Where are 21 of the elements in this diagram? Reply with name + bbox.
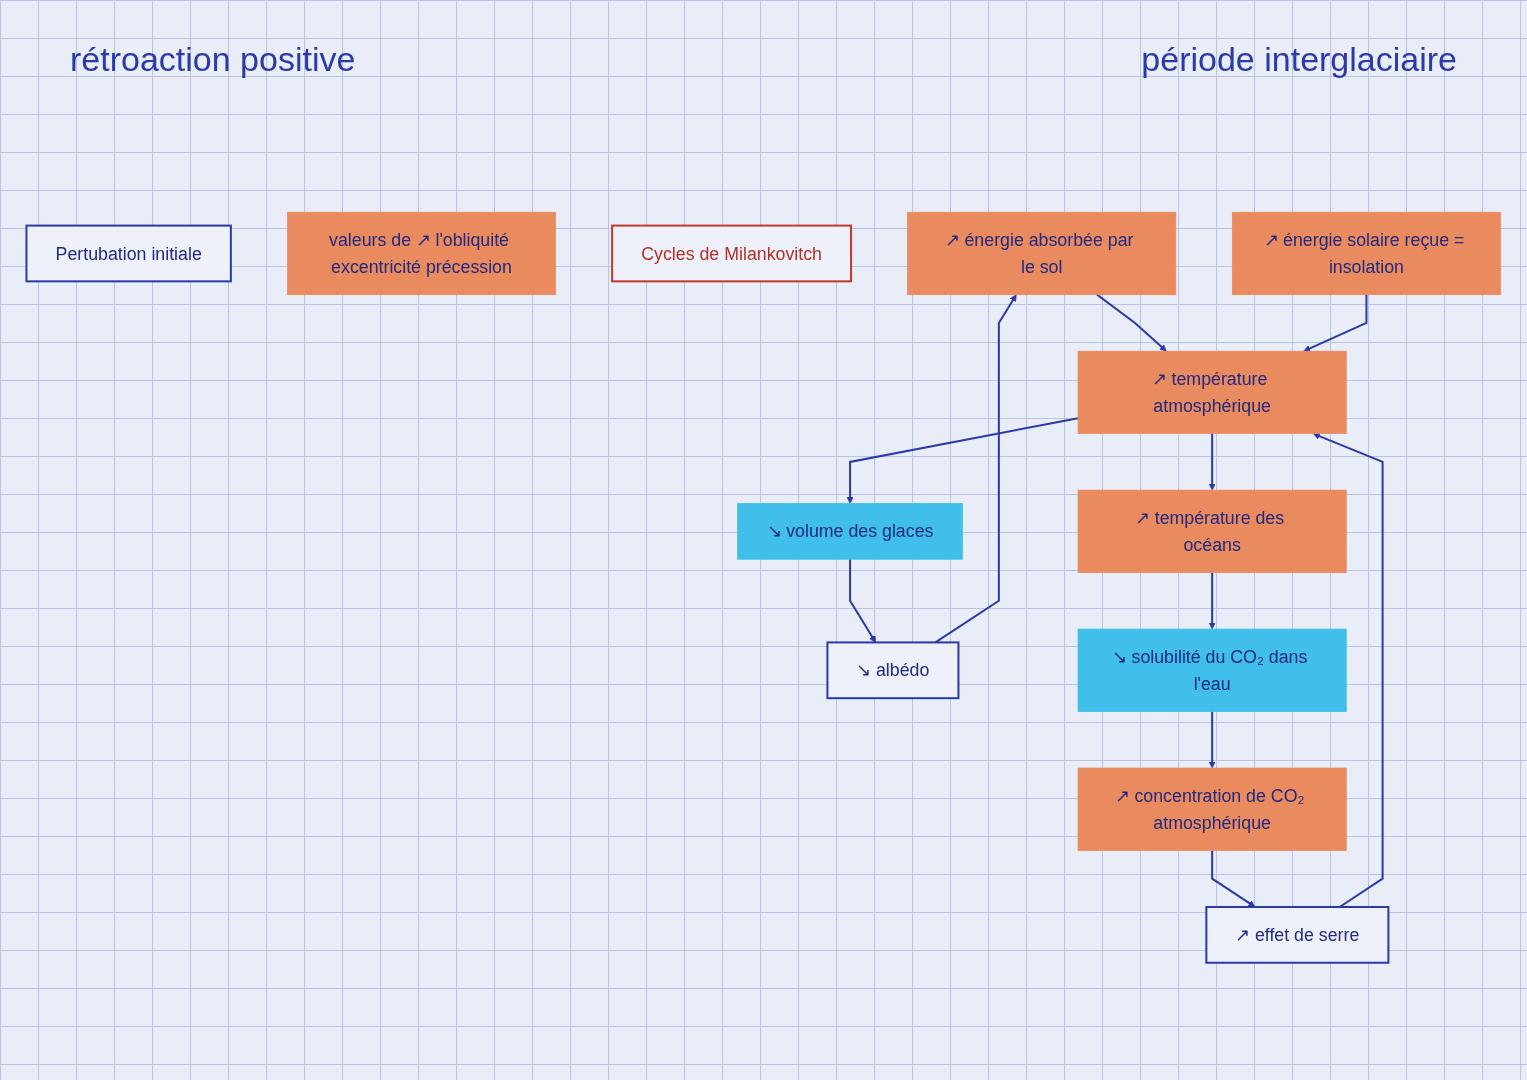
node-box: Pertubation initiale: [25, 224, 232, 283]
node-box: valeurs de ↗ l'obliquité excentricité précession: [287, 211, 556, 296]
node-box: ↗ énergie absorbée par le sol: [907, 211, 1177, 296]
arrow: [846, 417, 1079, 504]
node-box: ↗ énergie solaire reçue = insolation: [1231, 211, 1501, 296]
node-box: ↗ effet de serre: [1205, 906, 1390, 964]
node-box: ↘ solubilité du CO₂ dans l'eau: [1077, 628, 1347, 712]
note-text: période interglaciaire: [1141, 40, 1457, 79]
node-box: ↘ volume des glaces: [737, 503, 963, 560]
node-box: ↗ concentration de CO₂ atmosphérique: [1077, 767, 1347, 851]
arrow: [849, 559, 877, 643]
arrow: [1096, 293, 1167, 352]
arrow: [1208, 572, 1216, 630]
node-box: ↗ température des océans: [1077, 489, 1347, 573]
arrow: [1303, 294, 1368, 352]
node-box: Cycles de Milankovitch: [611, 224, 853, 283]
arrow: [1208, 711, 1216, 769]
note-text: rétroaction positive: [70, 40, 356, 79]
arrow: [1208, 433, 1216, 491]
node-box: ↗ température atmosphérique: [1077, 350, 1347, 434]
node-box: ↘ albédo: [826, 641, 960, 700]
